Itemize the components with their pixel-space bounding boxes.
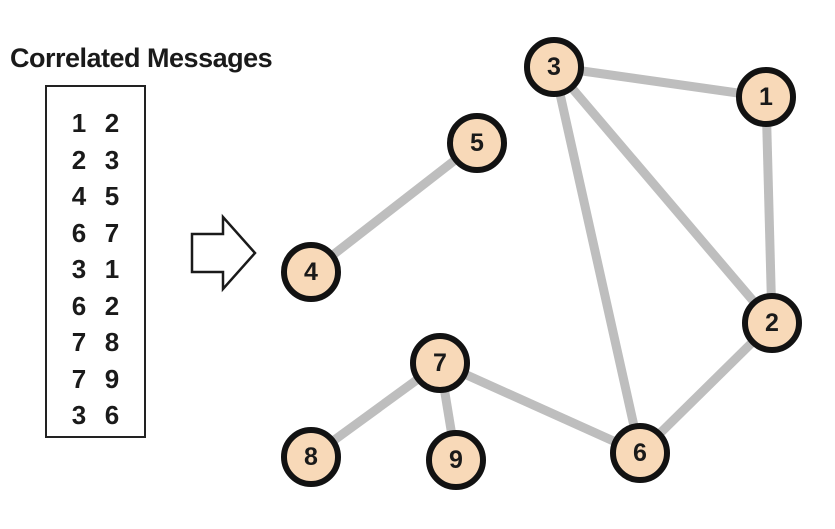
message-id: 6 (71, 290, 87, 321)
node-label: 9 (449, 445, 463, 474)
node-label: 4 (304, 257, 318, 286)
graph-node-5: 5 (447, 113, 507, 173)
message-id: 5 (104, 181, 120, 211)
right-arrow-icon (190, 213, 257, 293)
message-id: 7 (71, 363, 87, 394)
message-id: 9 (104, 363, 120, 394)
message-id: 6 (104, 400, 120, 430)
graph-edge-2-3 (550, 64, 776, 326)
graph-node-9: 9 (426, 430, 486, 490)
message-id: 6 (71, 217, 87, 248)
message-id: 1 (71, 108, 87, 138)
node-label: 7 (433, 348, 447, 377)
graph-edge-1-2 (761, 96, 777, 324)
message-id: 3 (71, 254, 87, 284)
graph-edge-3-6 (549, 66, 645, 454)
node-label: 2 (765, 308, 779, 337)
graph-node-7: 7 (410, 333, 470, 393)
node-label: 6 (633, 438, 647, 467)
message-id: 2 (104, 290, 120, 321)
message-id: 3 (71, 400, 87, 430)
node-label: 8 (304, 442, 318, 471)
message-id: 7 (71, 327, 87, 357)
node-label: 1 (759, 82, 773, 111)
message-id: 4 (71, 181, 87, 211)
message-id: 8 (104, 327, 120, 357)
message-id: 1 (104, 254, 120, 284)
node-label: 5 (470, 128, 484, 157)
graph-node-8: 8 (281, 427, 341, 487)
graph-edge-6-7 (438, 358, 642, 458)
graph-node-4: 4 (281, 242, 341, 302)
message-id: 7 (104, 217, 120, 248)
graph-node-2: 2 (742, 293, 802, 353)
graph-node-1: 1 (736, 67, 796, 127)
node-label: 3 (547, 52, 561, 81)
message-id: 2 (71, 144, 87, 175)
graph-edge-6-2 (636, 319, 776, 457)
page-title: Correlated Messages (10, 43, 273, 73)
message-id: 3 (104, 144, 120, 175)
graph-node-3: 3 (524, 37, 584, 97)
graph-edge-4-5 (308, 139, 480, 276)
graph-node-6: 6 (610, 423, 670, 483)
message-id: 2 (104, 108, 120, 138)
graph-edge-3-1 (553, 62, 767, 102)
